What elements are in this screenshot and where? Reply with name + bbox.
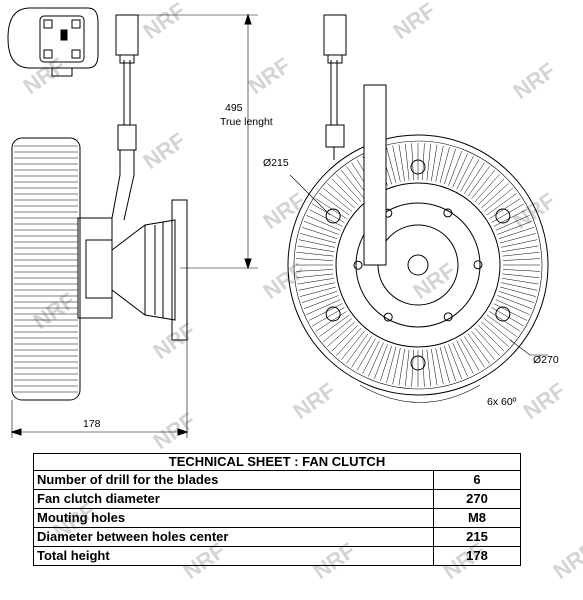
row-value: 6	[433, 470, 521, 490]
row-value: M8	[433, 508, 521, 528]
table-row: Fan clutch diameter 270	[33, 489, 521, 509]
nrf-watermark-logo: NRF	[29, 288, 80, 334]
row-label: Number of drill for the blades	[33, 470, 434, 490]
connector-detail-view	[7, 7, 99, 77]
table-row: Number of drill for the blades 6	[33, 470, 521, 490]
technical-sheet-table: TECHNICAL SHEET : FAN CLUTCH Number of d…	[33, 453, 521, 566]
total-length-label: True lenght	[220, 116, 273, 128]
width-dimension: 178	[83, 418, 101, 430]
nrf-watermark-logo: NRF	[389, 0, 440, 44]
row-value: 270	[433, 489, 521, 509]
total-length-value: 495	[225, 102, 243, 114]
table-row: Total height 178	[33, 546, 521, 566]
outer-diameter-dimension: Ø270	[533, 354, 559, 366]
row-value: 178	[433, 546, 521, 566]
hole-pattern-dimension: 6x 60º	[487, 396, 517, 408]
row-label: Mouting holes	[33, 508, 434, 528]
row-value: 215	[433, 527, 521, 547]
nrf-watermark-logo: NRF	[149, 318, 200, 364]
row-label: Diameter between holes center	[33, 527, 434, 547]
table-title: TECHNICAL SHEET : FAN CLUTCH	[33, 453, 521, 471]
nrf-watermark-logo: NRF	[289, 378, 340, 424]
nrf-watermark-logo: NRF	[519, 378, 570, 424]
nrf-watermark-logo: NRF	[259, 258, 310, 304]
nrf-watermark-logo: NRF	[139, 128, 190, 174]
nrf-watermark-logo: NRF	[409, 258, 460, 304]
nrf-watermark-logo: NRF	[149, 408, 200, 454]
nrf-watermark-logo: NRF	[139, 0, 190, 44]
table-row: Diameter between holes center 215	[33, 527, 521, 547]
row-label: Fan clutch diameter	[33, 489, 434, 509]
side-view	[10, 13, 258, 438]
nrf-watermark-logo: NRF	[244, 53, 295, 99]
nrf-watermark-logo: NRF	[549, 538, 583, 584]
table-row: Mouting holes M8	[33, 508, 521, 528]
front-view	[287, 14, 549, 403]
row-label: Total height	[33, 546, 434, 566]
bolt-circle-dimension: Ø215	[263, 157, 289, 169]
nrf-watermark-logo: NRF	[509, 58, 560, 104]
